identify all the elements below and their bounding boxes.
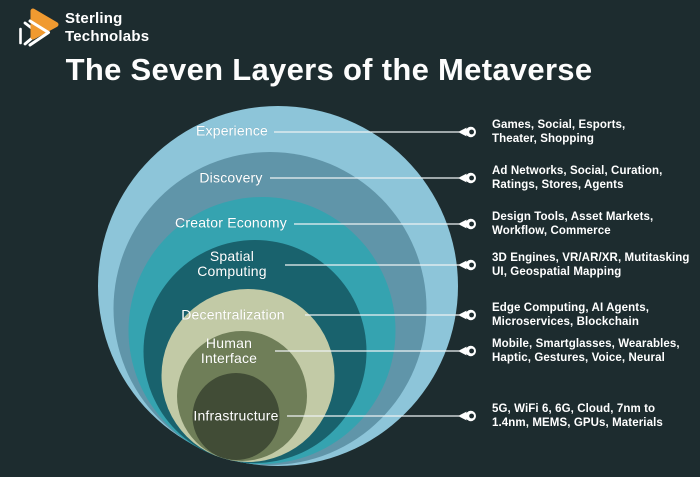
layer-label-experience: Experience (195, 122, 269, 139)
pin-marker-icon (458, 126, 476, 138)
annotation-line: Workflow, Commerce (492, 225, 611, 237)
annotation-line: Design Tools, Asset Markets, (492, 210, 654, 223)
sterling-technolabs-logo-icon (19, 8, 59, 47)
annotation-line: Ad Networks, Social, Curation, (492, 164, 663, 177)
annotation-line: Theater, Shopping (492, 133, 595, 145)
annotation-spatial-computing: 3D Engines, VR/AR/XR, Mutitasking UI, Ge… (492, 251, 690, 279)
layer-label-spatial-computing: Spatial Computing (197, 249, 267, 279)
brand-name-line2: Technolabs (65, 28, 150, 46)
pin-marker-icon (458, 259, 476, 271)
layer-label-text: Infrastructure (193, 407, 279, 424)
page-title: The Seven Layers of the Metaverse (65, 52, 593, 87)
layer-label-text: Decentralization (181, 306, 285, 323)
layer-label-discovery: Discovery (199, 169, 263, 186)
brand-name: Sterling Technolabs (65, 10, 149, 47)
brand-logo: Sterling Technolabs (15, 4, 215, 54)
annotation-line: UI, Geospatial Mapping (492, 266, 622, 278)
annotation-infrastructure: 5G, WiFi 6, 6G, Cloud, 7nm to 1.4nm, MEM… (492, 402, 663, 430)
layer-label-text: Spatial (209, 248, 255, 265)
annotation-line: Games, Social, Esports, (492, 118, 626, 131)
annotation-line: Ratings, Stores, Agents (492, 179, 624, 191)
layer-label-infrastructure: Infrastructure (193, 407, 279, 424)
layer-label-decentralization: Decentralization (181, 306, 285, 323)
layer-label-text: Computing (197, 263, 267, 279)
pin-marker-icon (458, 345, 476, 357)
annotation-line: Microservices, Blockchain (492, 316, 639, 328)
pin-marker-icon (458, 172, 476, 184)
annotation-line: Mobile, Smartglasses, Wearables, (492, 337, 680, 350)
layer-label-text: Creator Economy (175, 214, 287, 231)
brand-name-line1: Sterling (65, 10, 123, 27)
leader-lines (270, 131, 459, 417)
layer-label-text: Interface (200, 350, 258, 366)
annotation-line: 3D Engines, VR/AR/XR, Mutitasking (492, 251, 690, 264)
leader-markers (458, 126, 476, 422)
layer-circle-infrastructure (192, 373, 280, 460)
annotation-experience: Games, Social, Esports, Theater, Shoppin… (492, 118, 625, 146)
layer-label-human-interface: Human Interface (201, 336, 257, 366)
layer-label-text: Discovery (199, 169, 263, 186)
annotation-line: Haptic, Gestures, Voice, Neural (492, 352, 665, 364)
annotation-line: 5G, WiFi 6, 6G, Cloud, 7nm to (492, 402, 656, 415)
layer-label-text: Experience (195, 122, 269, 139)
annotation-discovery: Ad Networks, Social, Curation, Ratings, … (492, 164, 662, 192)
pin-marker-icon (458, 309, 476, 321)
pin-marker-icon (458, 410, 476, 422)
annotation-decentralization: Edge Computing, AI Agents, Microservices… (492, 301, 649, 329)
annotation-line: Edge Computing, AI Agents, (492, 301, 649, 314)
pin-marker-icon (458, 218, 476, 230)
annotation-human-interface: Mobile, Smartglasses, Wearables, Haptic,… (492, 337, 680, 365)
annotation-creator-economy: Design Tools, Asset Markets, Workflow, C… (492, 210, 653, 238)
layer-label-text: Human (205, 335, 253, 352)
annotation-line: 1.4nm, MEMS, GPUs, Materials (492, 417, 663, 429)
layer-label-creator-economy: Creator Economy (175, 214, 287, 231)
